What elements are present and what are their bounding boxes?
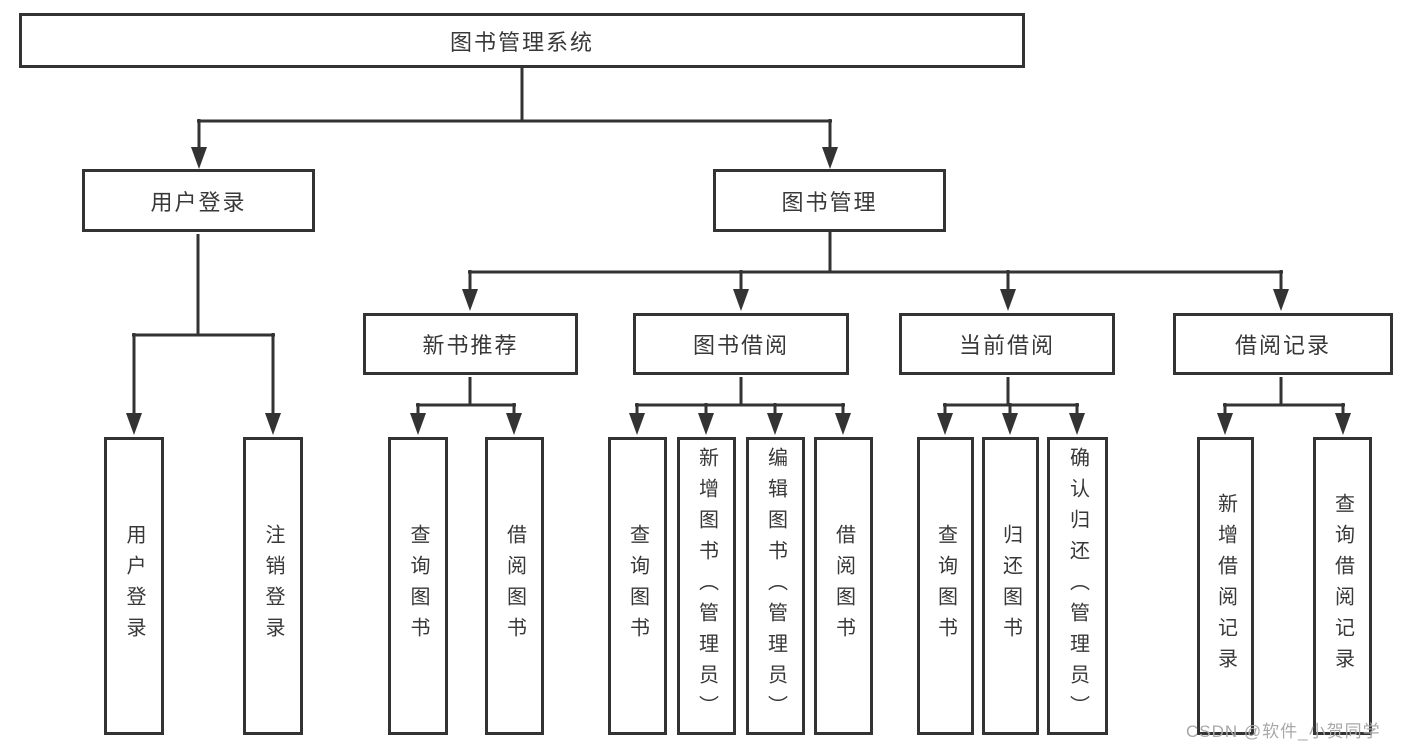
- node-root-label: 图书管理系统: [449, 29, 594, 55]
- leaf-cb-query-books-label: 查询图书: [934, 524, 957, 648]
- leaf-rec-borrow-books: 借阅图书: [485, 437, 544, 735]
- leaf-br-query-record: 查询借阅记录: [1313, 437, 1372, 735]
- node-book-borrow-label: 图书借阅: [692, 333, 789, 358]
- node-current-borrow-label: 当前借阅: [958, 333, 1055, 358]
- leaf-user-login-label: 用户登录: [123, 524, 145, 648]
- node-book-mgmt-branch-label: 图书管理: [781, 189, 878, 215]
- leaf-cb-return-books-label: 归还图书: [999, 524, 1022, 648]
- connector-userlogin-to-leaves: [126, 234, 281, 435]
- leaf-bb-borrow-books: 借阅图书: [814, 437, 873, 735]
- node-root: 图书管理系统: [19, 13, 1025, 68]
- leaf-cb-query-books: 查询图书: [917, 437, 974, 735]
- leaf-bb-edit-books: 编辑图书（管理员）: [746, 437, 805, 735]
- connector-currentborrow-to-leaves: [937, 377, 1085, 435]
- leaf-bb-query-books-label: 查询图书: [626, 524, 649, 648]
- node-user-login-branch: 用户登录: [82, 169, 315, 232]
- node-new-book-rec-label: 新书推荐: [422, 333, 519, 358]
- leaf-rec-query-books: 查询图书: [388, 437, 448, 735]
- connector-borrowrecords-to-leaves: [1217, 377, 1351, 435]
- leaf-logout: 注销登录: [243, 437, 303, 735]
- node-borrow-records-label: 借阅记录: [1234, 333, 1331, 358]
- node-user-login-branch-label: 用户登录: [150, 189, 247, 215]
- node-new-book-rec: 新书推荐: [363, 313, 578, 375]
- leaf-cb-confirm-return-label: 确认归还（管理员）: [1066, 446, 1089, 726]
- node-current-borrow: 当前借阅: [899, 313, 1115, 375]
- leaf-bb-edit-books-label: 编辑图书（管理员）: [764, 446, 787, 726]
- connector-bookmgmt-to-level3: [462, 232, 1289, 311]
- leaf-bb-add-books: 新增图书（管理员）: [677, 437, 736, 735]
- connector-newbookrec-to-leaves: [410, 377, 522, 435]
- leaf-rec-query-books-label: 查询图书: [407, 524, 429, 648]
- node-book-borrow: 图书借阅: [633, 313, 849, 375]
- connector-root-to-level2: [191, 68, 838, 169]
- leaf-bb-borrow-books-label: 借阅图书: [832, 524, 855, 648]
- leaf-br-query-record-label: 查询借阅记录: [1331, 493, 1354, 679]
- leaf-br-add-record: 新增借阅记录: [1197, 437, 1254, 735]
- leaf-bb-add-books-label: 新增图书（管理员）: [695, 446, 718, 726]
- node-borrow-records: 借阅记录: [1173, 313, 1393, 375]
- leaf-bb-query-books: 查询图书: [608, 437, 667, 735]
- leaf-rec-borrow-books-label: 借阅图书: [503, 524, 526, 648]
- leaf-cb-confirm-return: 确认归还（管理员）: [1047, 437, 1108, 735]
- leaf-user-login: 用户登录: [104, 437, 164, 735]
- leaf-cb-return-books: 归还图书: [982, 437, 1039, 735]
- watermark: CSDN @软件_小贺同学: [1186, 722, 1381, 741]
- leaf-logout-label: 注销登录: [262, 524, 284, 648]
- connector-bookborrow-to-leaves: [629, 377, 851, 435]
- node-book-mgmt-branch: 图书管理: [713, 169, 946, 232]
- leaf-br-add-record-label: 新增借阅记录: [1214, 493, 1237, 679]
